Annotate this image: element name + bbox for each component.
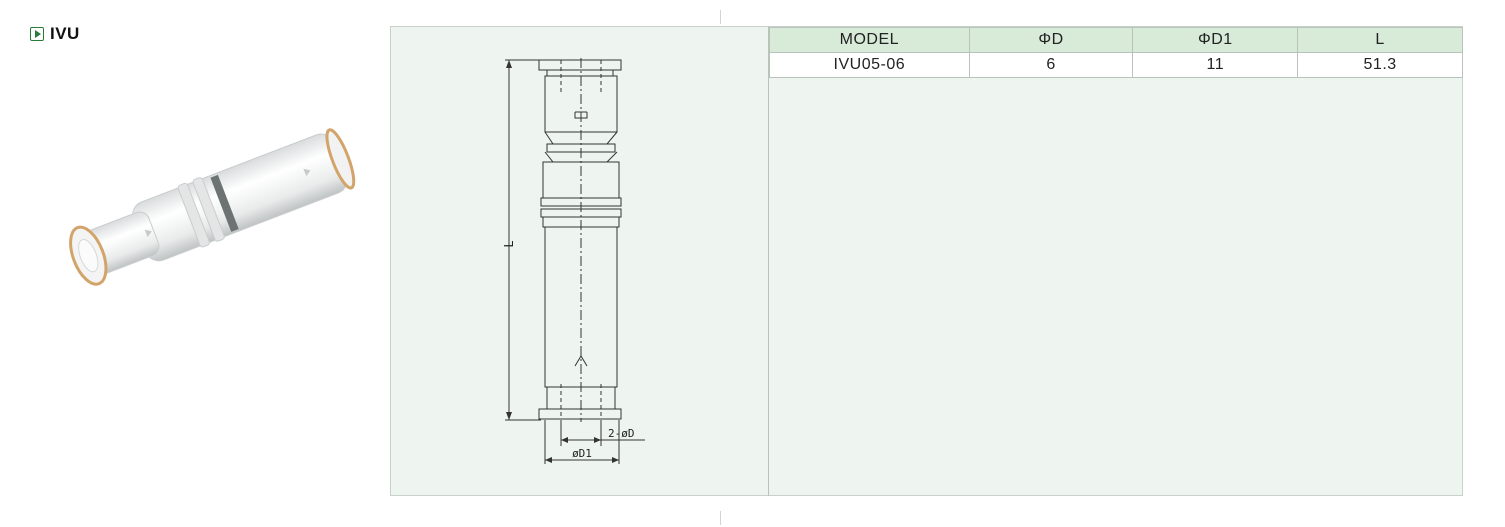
cell-phi-d: 6 bbox=[968, 52, 1134, 78]
spec-panel bbox=[390, 26, 1463, 496]
product-title: IVU bbox=[30, 24, 80, 44]
spec-table: MODEL ΦD ΦD1 L IVU05-06 6 11 51.3 bbox=[769, 27, 1463, 78]
cell-phi-d1: 11 bbox=[1132, 52, 1299, 78]
header-phi-d1: ΦD1 bbox=[1132, 27, 1299, 53]
cell-l: 51.3 bbox=[1297, 52, 1463, 78]
length-label: L bbox=[502, 240, 516, 247]
table-row: IVU05-06 6 11 51.3 bbox=[769, 52, 1463, 78]
product-photo bbox=[69, 128, 356, 286]
outer-dia-label: øD1 bbox=[572, 447, 592, 460]
port-dia-label: 2-øD bbox=[608, 427, 635, 440]
technical-drawing: L 2-øD øD1 bbox=[502, 58, 645, 464]
header-phi-d: ΦD bbox=[968, 27, 1134, 53]
top-tick bbox=[720, 10, 721, 24]
header-l: L bbox=[1297, 27, 1463, 53]
play-icon bbox=[30, 27, 44, 41]
spec-table-header: MODEL ΦD ΦD1 L bbox=[769, 27, 1463, 53]
product-code: IVU bbox=[50, 24, 80, 43]
cell-model: IVU05-06 bbox=[769, 52, 970, 78]
panel-divider bbox=[768, 26, 769, 496]
header-model: MODEL bbox=[769, 27, 970, 53]
bottom-tick bbox=[720, 511, 721, 525]
